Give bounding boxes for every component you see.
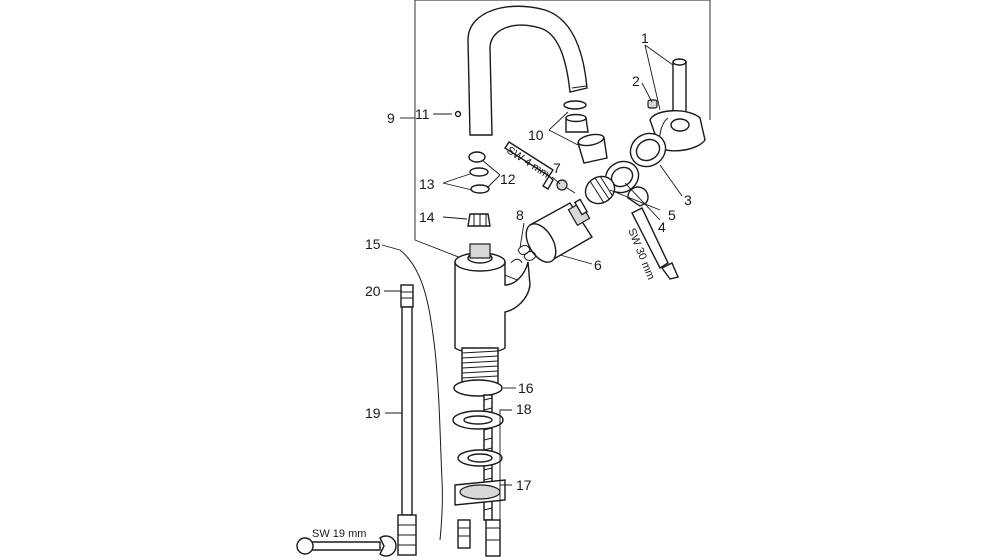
- spring-seals: [510, 245, 537, 264]
- label-19: 19: [365, 405, 381, 421]
- label-5: 5: [668, 207, 676, 223]
- mounting-plate: [454, 479, 506, 506]
- handle-lever: [649, 58, 706, 152]
- label-14: 14: [419, 209, 435, 225]
- label-4: 4: [658, 219, 666, 235]
- wrench-19mm-label: SW 19 mm: [312, 528, 366, 540]
- label-13: 13: [419, 176, 435, 192]
- o-rings-upper: [468, 151, 490, 194]
- label-17: 17: [516, 477, 532, 493]
- mounting-nuts: [457, 519, 501, 557]
- hex-key: [504, 141, 554, 190]
- label-3: 3: [684, 192, 692, 208]
- label-12: 12: [500, 171, 516, 187]
- small-screw: [454, 110, 462, 118]
- label-8: 8: [516, 207, 524, 223]
- faucet-body: [454, 243, 531, 386]
- label-1: 1: [641, 30, 649, 46]
- leader-lines: [381, 44, 683, 548]
- grub-screw: [647, 99, 658, 109]
- label-15: 15: [365, 236, 381, 252]
- label-16: 16: [518, 380, 534, 396]
- spout: [467, 5, 588, 136]
- label-11: 11: [415, 106, 430, 122]
- metal-washer: [457, 449, 503, 467]
- threaded-ring: [584, 175, 616, 205]
- fixing-screw: [556, 179, 576, 194]
- label-2: 2: [632, 73, 640, 89]
- label-7: 7: [553, 160, 561, 176]
- part-labels: 1 2 3 4 5 6 7 8 9 10 11 12 13 14 15 16 1…: [365, 30, 692, 493]
- label-18: 18: [516, 401, 532, 417]
- aerator: [563, 100, 608, 164]
- mixing-cartridge: [525, 198, 593, 263]
- label-20: 20: [365, 283, 381, 299]
- label-9: 9: [387, 110, 395, 126]
- rubber-washer: [452, 410, 504, 430]
- label-10: 10: [528, 127, 544, 143]
- label-6: 6: [594, 257, 602, 273]
- cover-sleeve: [629, 132, 667, 168]
- wrench-19mm: [296, 535, 397, 557]
- flex-hose: [397, 284, 417, 556]
- base-o-ring: [453, 379, 503, 397]
- pull-cable: [399, 249, 443, 541]
- adapter-nut: [467, 213, 491, 227]
